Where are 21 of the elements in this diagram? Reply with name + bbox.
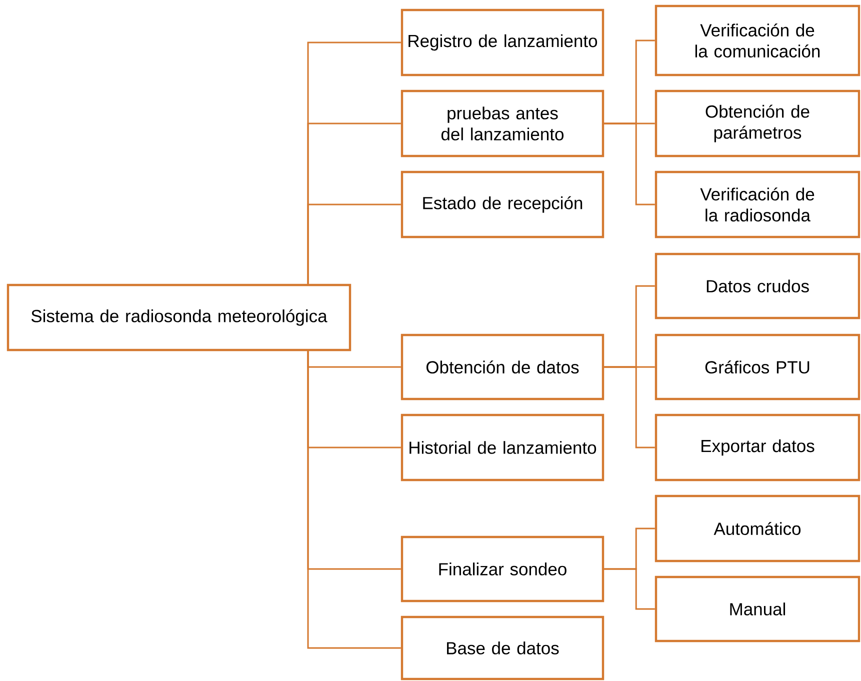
process-box: Verificación de la radiosonda bbox=[654, 170, 860, 238]
connector-line bbox=[604, 122, 655, 206]
process-box: Finalizar sondeo bbox=[400, 536, 604, 602]
process-box: Automático bbox=[654, 494, 860, 562]
process-box: Registro de lanzamiento bbox=[400, 8, 604, 76]
process-box: Verificación de la comunicación bbox=[654, 4, 860, 76]
process-box: Base de datos bbox=[400, 616, 604, 680]
process-box: Gráficos PTU bbox=[654, 334, 860, 400]
process-box: Historial de lanzamiento bbox=[400, 414, 604, 482]
process-box: pruebas antes del lanzamiento bbox=[400, 90, 604, 158]
process-box: Obtención de datos bbox=[400, 334, 604, 400]
process-box: Exportar datos bbox=[654, 414, 860, 482]
process-box: Manual bbox=[654, 576, 860, 642]
connector-line bbox=[307, 351, 401, 649]
connector-line bbox=[307, 204, 401, 284]
process-box: Sistema de radiosonda meteorológica bbox=[6, 284, 352, 352]
process-box: Obtención de parámetros bbox=[654, 90, 860, 158]
connector-line bbox=[604, 568, 655, 610]
connector-line bbox=[604, 366, 655, 448]
process-box: Estado de recepción bbox=[400, 170, 604, 238]
process-box: Datos crudos bbox=[654, 252, 860, 320]
